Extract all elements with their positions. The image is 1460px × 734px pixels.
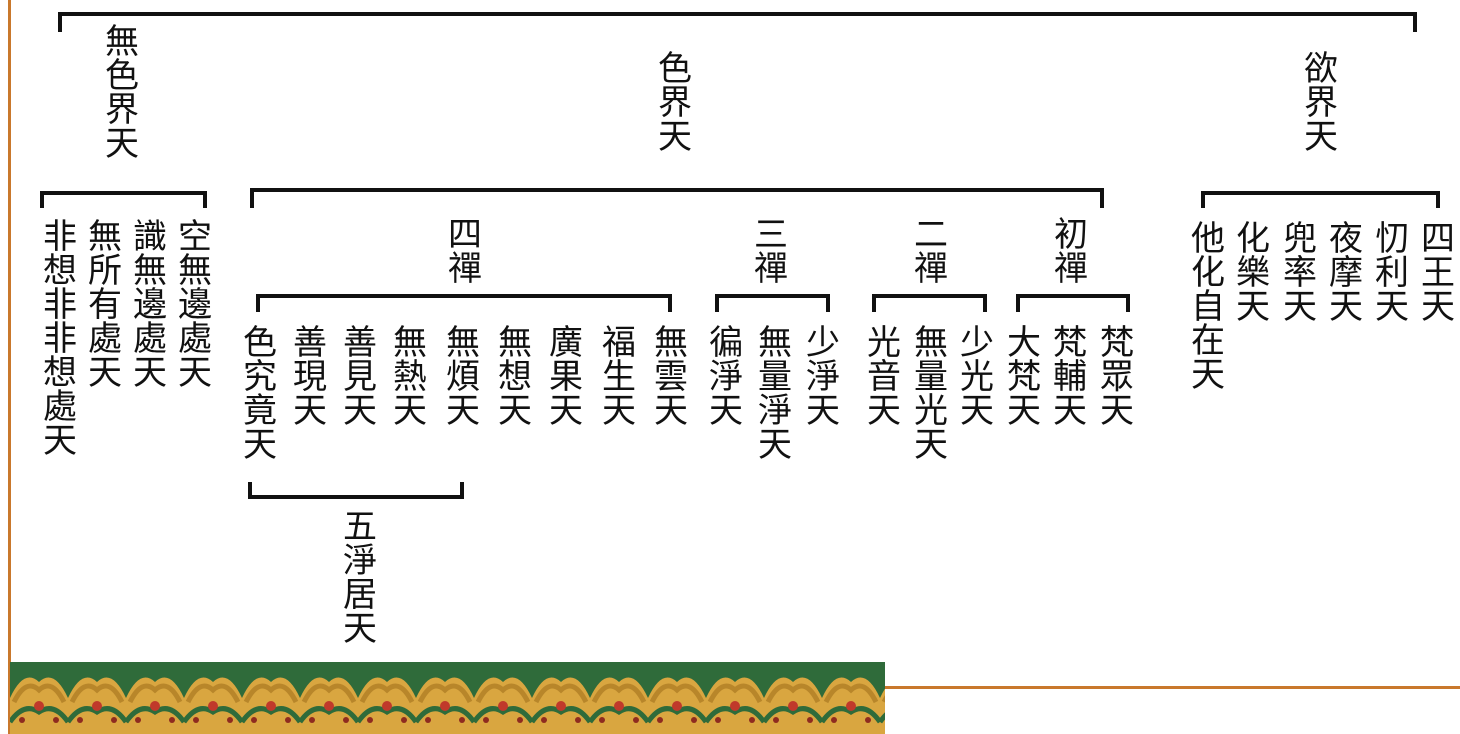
frame-bottom-line [880, 686, 1460, 689]
heaven-yu-6: 四王天 [1421, 219, 1455, 327]
heaven-yu-4: 夜摩天 [1329, 219, 1363, 327]
heaven-yu-1: 他化自在天 [1191, 219, 1225, 395]
wuse-realm-label: 無色界天 [105, 22, 139, 164]
heaven-first-3: 梵眾天 [1100, 323, 1134, 431]
heaven-fourth-8: 福生天 [602, 323, 636, 431]
heaven-yu-3: 兜率天 [1283, 219, 1317, 327]
heaven-yu-5: 忉利天 [1375, 219, 1409, 327]
third-chan-label: 三禪 [754, 215, 788, 289]
first-chan-label: 初禪 [1054, 215, 1088, 289]
heaven-third-3: 少淨天 [806, 323, 840, 431]
heaven-wuse-4: 空無邊處天 [178, 217, 212, 393]
heaven-wuse-2: 無所有處天 [88, 217, 122, 393]
heaven-second-3: 少光天 [960, 323, 994, 431]
heaven-second-2: 無量光天 [914, 323, 948, 465]
heaven-first-1: 大梵天 [1007, 323, 1041, 431]
frame-left-line [8, 0, 11, 734]
heaven-fourth-9: 無雲天 [654, 323, 688, 431]
heaven-third-2: 無量淨天 [758, 323, 792, 465]
heaven-third-1: 徧淨天 [709, 323, 743, 431]
second-chan-label: 二禪 [914, 215, 948, 289]
heaven-fourth-6: 無想天 [498, 323, 532, 431]
heaven-wuse-1: 非想非非想處天 [43, 217, 77, 461]
heaven-fourth-7: 廣果天 [549, 323, 583, 431]
heaven-fourth-3: 善見天 [343, 323, 377, 431]
heaven-second-1: 光音天 [867, 323, 901, 431]
heaven-yu-2: 化樂天 [1236, 219, 1270, 327]
heaven-wuse-3: 識無邊處天 [133, 217, 167, 393]
heaven-fourth-1: 色究竟天 [243, 323, 277, 465]
fourth-chan-label: 四禪 [448, 215, 482, 289]
heaven-fourth-4: 無熱天 [393, 323, 427, 431]
heaven-fourth-2: 善現天 [293, 323, 327, 431]
heaven-fourth-5: 無煩天 [446, 323, 480, 431]
pure-abodes-label: 五淨居天 [343, 507, 377, 649]
heaven-first-2: 梵輔天 [1053, 323, 1087, 431]
yu-realm-label: 欲界天 [1304, 49, 1338, 157]
se-realm-label: 色界天 [658, 49, 692, 157]
